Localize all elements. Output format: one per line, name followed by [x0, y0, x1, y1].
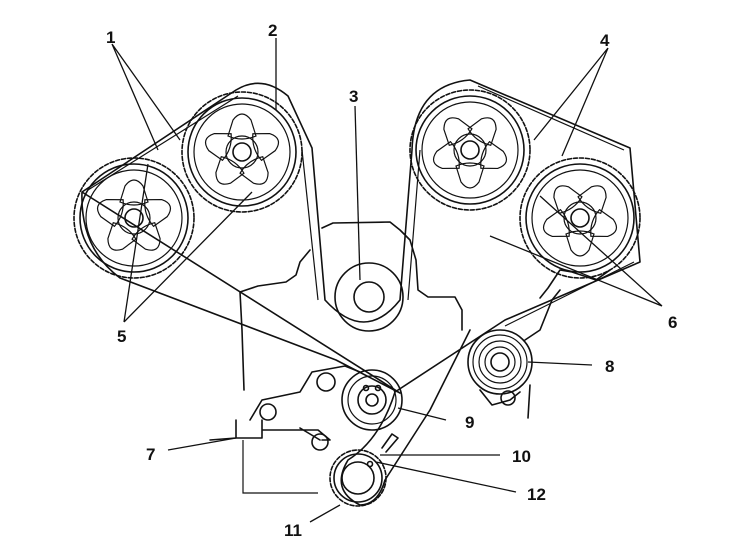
label-6: 6 [668, 313, 677, 332]
bracket-line [242, 440, 318, 494]
tensioner-pulley [467, 329, 533, 395]
cam-sprocket-left-inner [181, 91, 303, 213]
label-1: 1 [106, 28, 115, 47]
engine-block-right [539, 269, 611, 299]
idler-pulley [334, 262, 404, 332]
label-3: 3 [349, 87, 358, 106]
label-10: 10 [512, 447, 531, 466]
label-7: 7 [146, 445, 155, 464]
label-2: 2 [268, 21, 277, 40]
tensioner-arm [209, 365, 361, 441]
label-4: 4 [600, 31, 610, 50]
crank-sprocket [329, 449, 387, 507]
label-8: 8 [605, 357, 614, 376]
timing-marker [381, 433, 399, 453]
arm-bolt-1 [316, 372, 336, 392]
cam-sprocket-right-inner [409, 89, 531, 211]
arm-bolt-2 [259, 403, 277, 421]
tensioner-idler [341, 369, 403, 431]
engine-block-outline [239, 221, 463, 391]
label-11-12: 12 [527, 485, 546, 504]
arm-bolt-3 [311, 433, 329, 451]
label-11: 11 [284, 521, 302, 540]
cam-sprocket-right-outer [519, 157, 641, 279]
label-5: 5 [117, 327, 126, 346]
timing-belt [81, 79, 641, 506]
label-9: 9 [465, 413, 474, 432]
timing-belt-inner [87, 85, 635, 327]
tensioner-bolt [500, 390, 516, 406]
leader-lines [111, 38, 663, 523]
cam-sprocket-left-outer [73, 157, 195, 279]
